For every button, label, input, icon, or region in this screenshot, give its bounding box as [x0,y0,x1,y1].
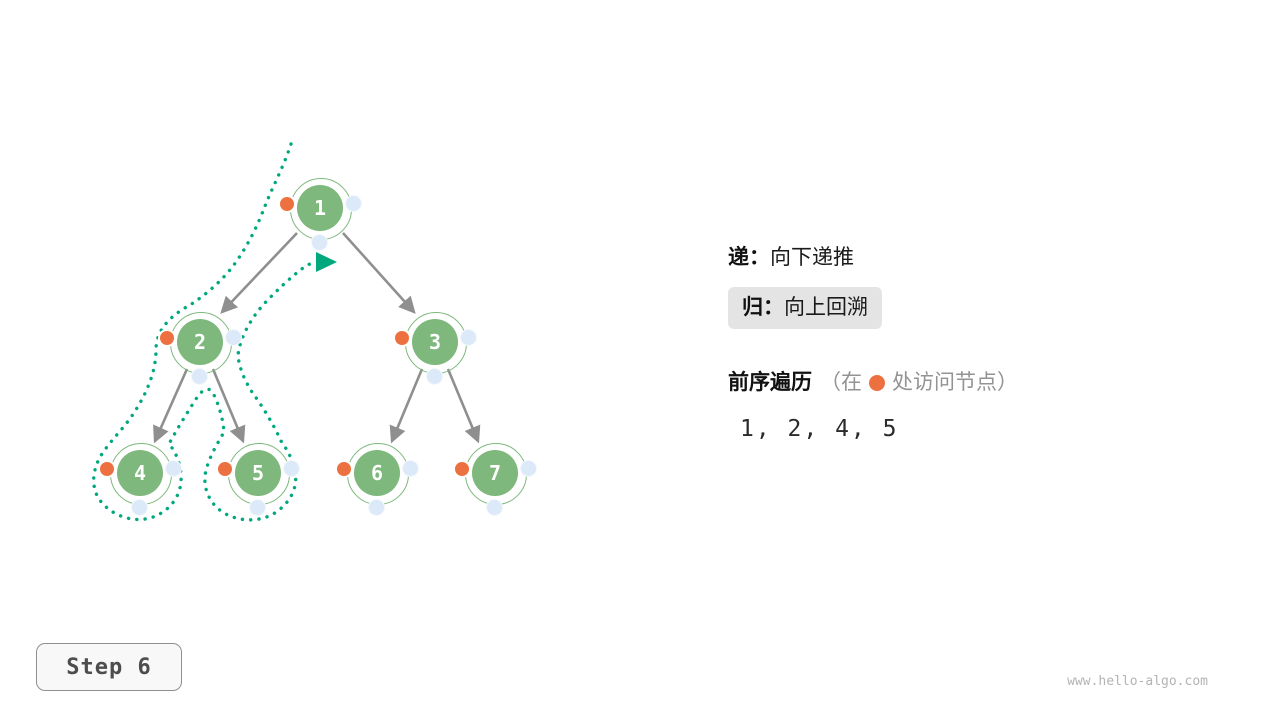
node-value: 1 [313,196,327,220]
node-value: 2 [193,330,207,354]
slot-dot-bottom [426,368,443,385]
edge-3-7 [446,368,481,444]
visit-dot [98,460,116,478]
node-value: 7 [488,461,502,485]
node-value: 3 [428,330,442,354]
traversal-sequence: 1, 2, 4, 5 [740,416,899,442]
node-value: 5 [251,461,265,485]
visit-dot-icon [869,375,885,391]
edge-2-5 [211,368,246,444]
tree-node-7: 7 [453,443,537,516]
node-value: 6 [370,461,384,485]
legend-recurse-text: 向下递推 [770,246,854,269]
visit-dot [453,460,471,478]
edge-3-6 [389,368,424,444]
edge-1-2 [220,232,298,314]
legend-recurse: 递：向下递推 [728,244,1018,272]
legend-recurse-label: 递： [728,246,770,269]
slot-dot-right [283,460,300,477]
slot-dot-bottom [368,499,385,516]
tree-node-1: 1 [278,178,362,251]
legend-return-label: 归： [742,296,784,319]
legend-return: 归：向上回溯 [728,287,882,329]
visit-dot [393,329,411,347]
tree-node-2: 2 [158,312,242,385]
node-value: 4 [133,461,147,485]
edge-1-3 [342,232,416,314]
slot-dot-bottom [311,234,328,251]
slot-dot-right [402,460,419,477]
legend-panel: 递：向下递推 归：向上回溯 前序遍历 （在 处访问节点） 1, 2, 4, 5 [728,244,1018,442]
slot-dot-right [165,460,182,477]
slot-dot-right [460,329,477,346]
slot-dot-bottom [131,499,148,516]
slot-dot-bottom [486,499,503,516]
slot-dot-right [225,329,242,346]
tree-node-4: 4 [98,443,182,516]
slot-dot-right [520,460,537,477]
tree-node-6: 6 [335,443,419,516]
traversal-note-prefix: （在 [820,371,862,394]
trace-arrowhead-icon [316,252,337,272]
traversal-note-suffix: 处访问节点） [892,371,1018,394]
traversal-title: 前序遍历 [728,371,812,394]
edge-2-4 [153,368,189,444]
legend-return-text: 向上回溯 [784,296,868,319]
slot-dot-bottom [191,368,208,385]
slot-dot-bottom [249,499,266,516]
watermark: www.hello-algo.com [1067,674,1208,689]
tree-edges [153,232,481,444]
step-indicator: Step 6 [36,643,182,691]
legend-traversal: 前序遍历 （在 处访问节点） [728,369,1018,397]
visit-dot [278,195,296,213]
slot-dot-right [345,195,362,212]
visit-dot [335,460,353,478]
tree-node-3: 3 [393,312,477,385]
visit-dot [216,460,234,478]
tree-node-5: 5 [216,443,300,516]
step-label: Step 6 [66,654,152,680]
visit-dot [158,329,176,347]
